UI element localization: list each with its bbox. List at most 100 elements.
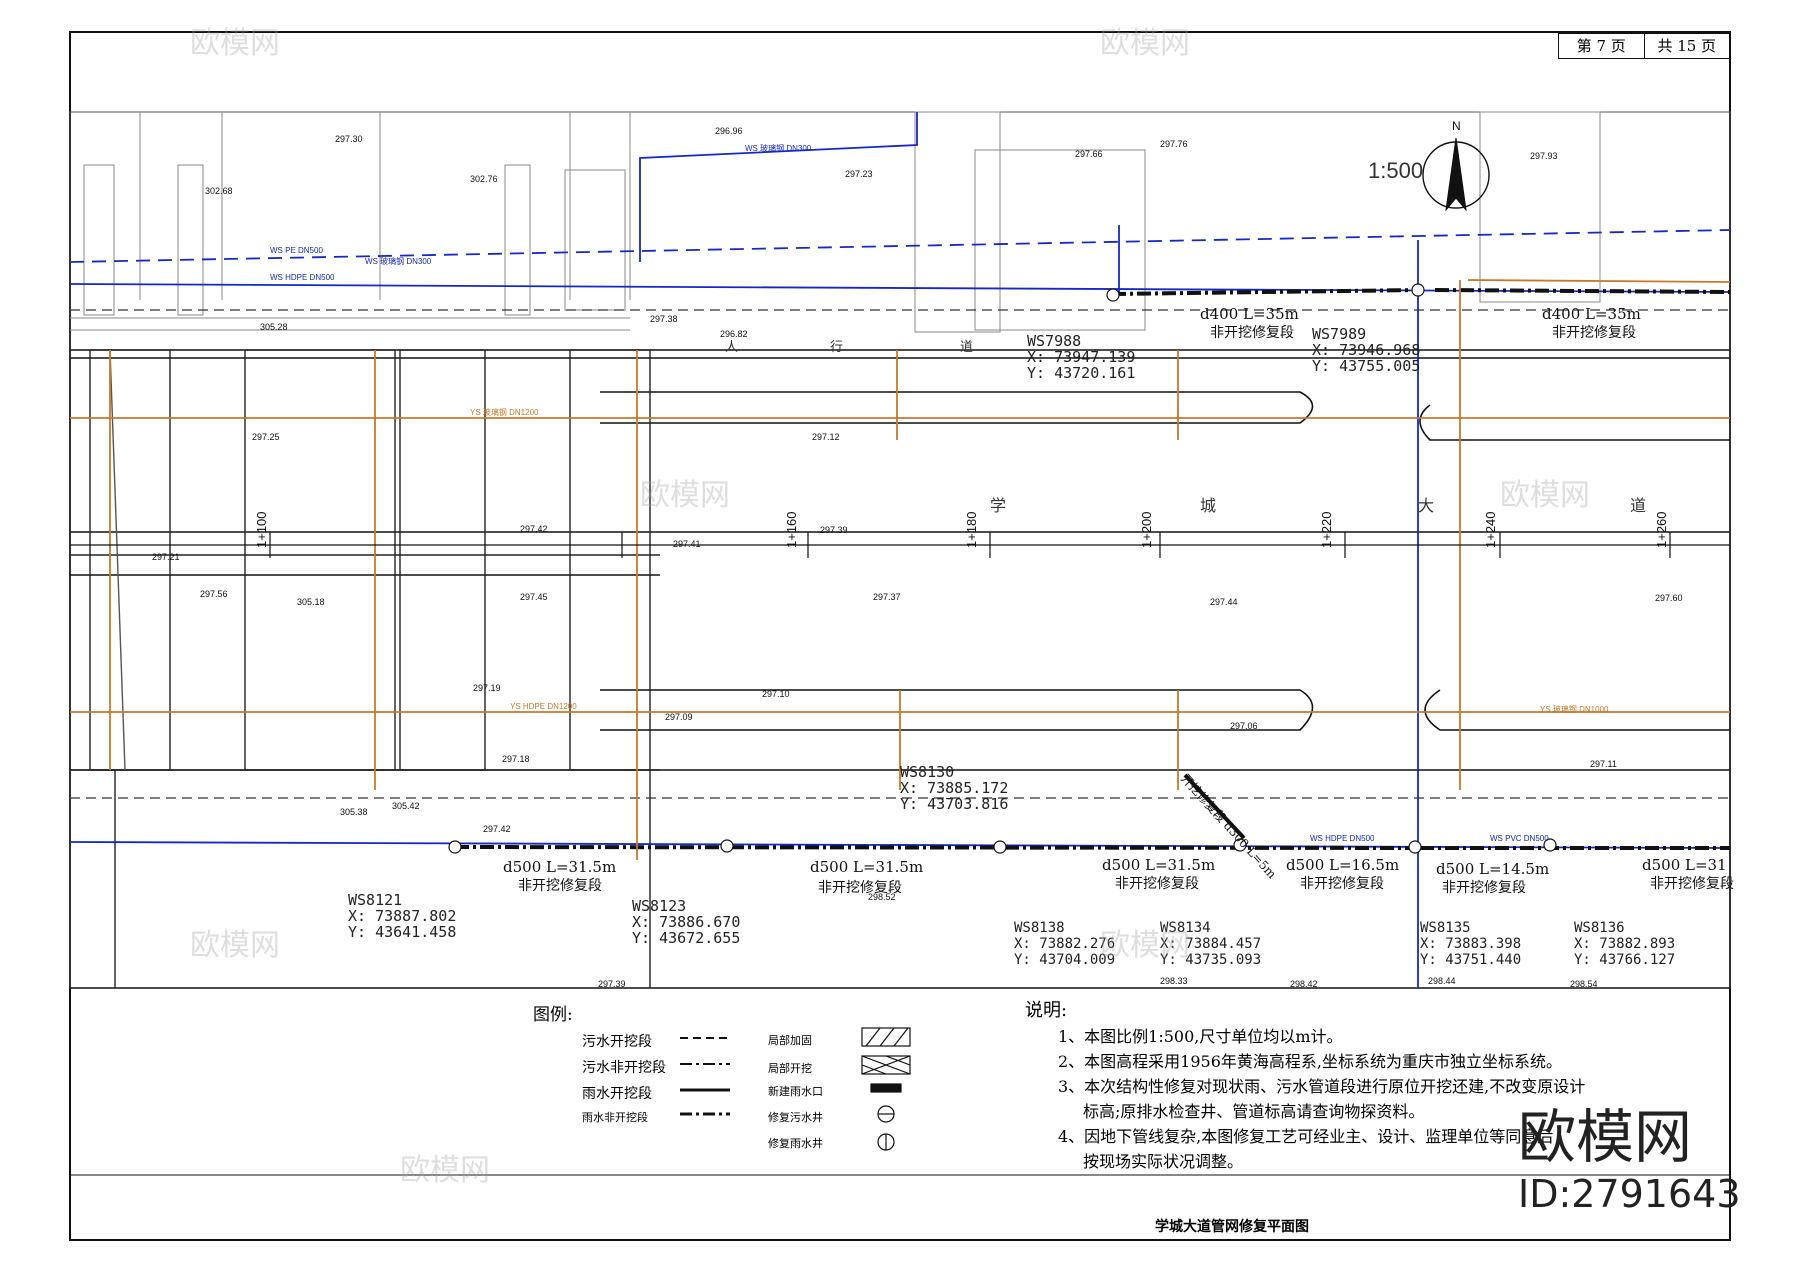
elevation: 297.09 [665,712,693,722]
elevation: 297.42 [520,524,548,534]
dashed-lines [70,309,1730,799]
excavation-segment [1183,773,1246,840]
page-number: 第 7 页 [1576,37,1626,55]
street-char: 学 [990,496,1007,515]
elevation: 297.25 [252,432,280,442]
notes-title: 说明: [1025,1000,1068,1021]
pipe-label: WS 玻璃钢 DN300 [365,257,432,266]
station-label: 1+160 [784,511,799,548]
elevation: 297.56 [200,589,228,599]
elevation: 305.28 [260,322,288,332]
elevation: 297.30 [335,134,363,144]
legend-label: 局部开挖 [768,1062,812,1075]
segment-label: d500 L=16.5m [1286,856,1400,874]
elevation: 302.76 [470,174,498,184]
elevation: 297.18 [502,754,530,764]
elevation: 297.10 [762,689,790,699]
segment-type: 非开挖修复段 [818,880,902,896]
elevation: 297.39 [598,979,626,989]
legend-label: 污水非开挖段 [582,1060,666,1076]
legend-label: 污水开挖段 [582,1034,652,1050]
elevation: 298.54 [1570,979,1598,989]
legend-label: 修复污水井 [768,1111,823,1124]
segment-type: 非开挖修复段 [1552,325,1636,341]
watermark-faint: 欧模网 [1100,26,1190,61]
segment-label: d400 L=35m [1200,305,1299,323]
pipe-label: WS PE DN500 [270,246,323,255]
elevation: 297.21 [152,552,180,562]
station-label: 1+240 [1483,511,1498,548]
note-line: 1、本图比例1:500,尺寸单位均以m计。 [1058,1027,1343,1046]
pipe-label: WS HDPE DN500 [1310,834,1375,843]
station-label: 1+100 [254,511,269,548]
segment-label: d500 L=31.5m [1102,856,1216,874]
elevation: 297.45 [520,592,548,602]
elevation: 305.42 [392,801,420,811]
elevation: 297.23 [845,169,873,179]
legend-title: 图例: [533,1005,573,1025]
building-lines [70,111,1601,333]
elevation: 297.76 [1160,139,1188,149]
street-char: 道 [960,340,974,355]
note-line: 2、本图高程采用1956年黄海高程系,坐标系统为重庆市独立坐标系统。 [1058,1052,1562,1071]
scale-label: 1:500 [1368,158,1424,183]
segment-label: d400 L=35m [1542,305,1641,323]
segment-type: 非开挖修复段 [1300,876,1384,892]
station-label: 1+180 [964,511,979,548]
drawing-frame [69,111,1731,989]
legend-label: 雨水开挖段 [582,1086,652,1102]
rain-lines [70,279,1731,860]
elevation: 297.38 [650,314,678,324]
elevation: 297.42 [483,824,511,834]
legend-label: 雨水非开挖段 [582,1111,648,1124]
legend-label: 新建雨水口 [768,1085,823,1098]
pipe-label: YS HDPE DN1200 [510,702,577,711]
street-char: 行 [830,340,844,355]
elevation: 305.38 [340,807,368,817]
elevation: 297.06 [1230,721,1258,731]
bridge-outlines [70,349,660,988]
watermark-id: ID:2791643 [1518,1172,1741,1216]
north-label: N [1452,119,1461,133]
elevation: 297.93 [1530,151,1558,161]
segment-label: d500 L=31.5m [810,858,924,876]
elevation: 297.11 [1590,759,1617,769]
watermark-brand: 欧模网 [1518,1103,1693,1171]
legend-lines [680,1037,730,1116]
elevation: 297.66 [1075,149,1103,159]
repair-segments [454,288,1731,850]
segment-label: d500 L=31 [1642,856,1727,874]
pipe-label: WS HDPE DN500 [270,273,335,282]
watermark-faint: 欧模网 [1500,478,1590,513]
elevation: 298.52 [868,892,896,902]
segment-type: 非开挖修复段 [1115,876,1199,892]
page-total: 共 15 页 [1643,34,1730,58]
north-arrow [1422,137,1490,212]
watermark-faint: 欧模网 [1100,928,1190,963]
elevation: 297.60 [1655,593,1683,603]
pipe-label: YS 玻璃钢 DN1200 [470,408,539,417]
elevation: 298.42 [1290,979,1318,989]
elevation: 297.19 [473,683,501,693]
watermark-faint: 欧模网 [190,26,280,61]
elevation: 298.44 [1428,976,1456,986]
watermark-faint: 欧模网 [190,928,280,963]
sheet-title: 学城大道管网修复平面图 [1155,1219,1309,1235]
elevation: 297.39 [820,525,848,535]
legend-symbols [861,1027,911,1151]
pipe-label: WS PVC DN500 [1490,834,1549,843]
street-char: 大 [1418,496,1435,515]
page-counter-box: 第 7 页 共 15 页 [1558,33,1730,59]
segment-label: d500 L=14.5m [1436,860,1550,878]
segment-type: 非开挖修复段 [1210,325,1294,341]
